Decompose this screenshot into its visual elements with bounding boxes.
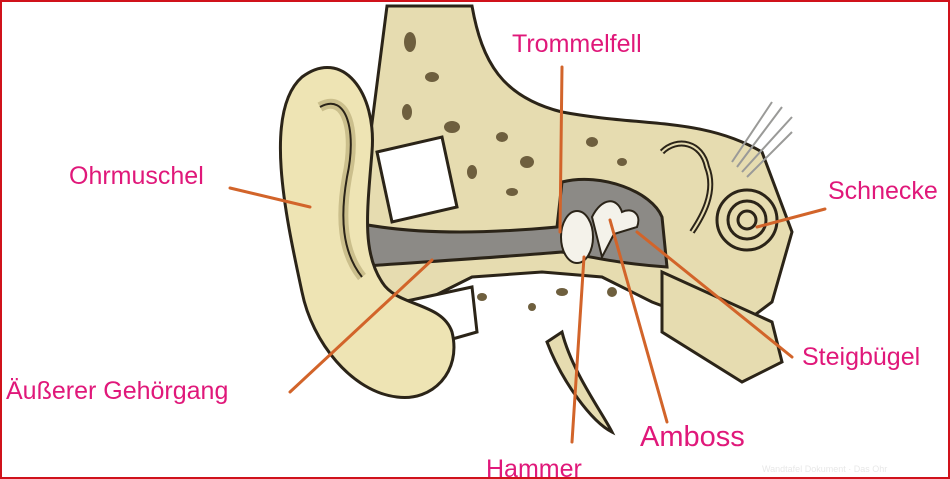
- label-aeusserer-gehoergang: Äußerer Gehörgang: [6, 377, 229, 405]
- ossicles: [590, 200, 640, 260]
- label-trommelfell: Trommelfell: [512, 30, 642, 58]
- leader-lines: [228, 65, 827, 444]
- label-schnecke: Schnecke: [828, 177, 938, 205]
- eardrum: [560, 210, 594, 264]
- bone-plate: [375, 135, 459, 224]
- nerve-fibers: [731, 101, 793, 178]
- auricle: [278, 65, 456, 400]
- bone-pores: [402, 32, 627, 348]
- auricle-fold-outline: [319, 102, 363, 278]
- watermark: Wandtafel Dokument · Das Ohr: [762, 464, 888, 474]
- label-hammer: Hammer: [486, 455, 582, 479]
- leader-ohrmuschel: [228, 186, 312, 209]
- leader-gehoergang: [288, 258, 434, 394]
- cochlea: [659, 140, 779, 252]
- label-ohrmuschel: Ohrmuschel: [69, 162, 204, 190]
- leader-trommelfell: [558, 65, 564, 234]
- leader-schnecke: [755, 207, 827, 229]
- label-steigbuegel: Steigbügel: [802, 343, 921, 371]
- leader-amboss: [608, 218, 669, 424]
- label-amboss: Amboss: [640, 421, 745, 453]
- leader-hammer: [570, 255, 586, 444]
- leader-steigbuegel: [635, 230, 794, 359]
- eustachian-tube: [660, 269, 784, 384]
